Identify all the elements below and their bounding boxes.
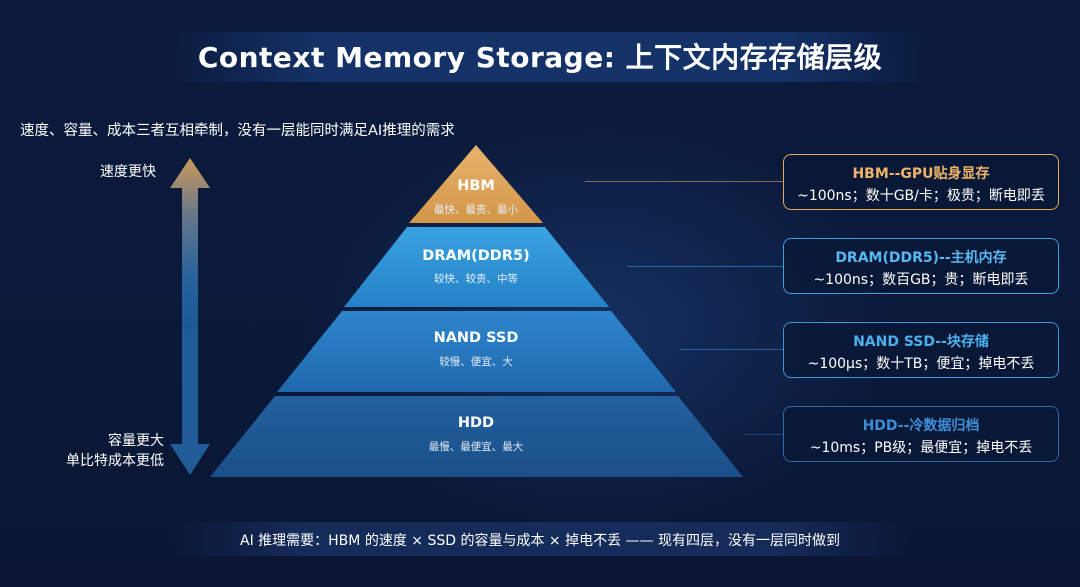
axis-label-fast: 速度更快 bbox=[100, 164, 156, 180]
leader-line-nand bbox=[680, 349, 783, 350]
tier-dram-name: DRAM(DDR5) bbox=[422, 248, 530, 264]
axis-label-capacity-line2: 单比特成本更低 bbox=[66, 453, 164, 469]
card-hdd-title: HDD--冷数据归档 bbox=[862, 418, 980, 434]
title-band bbox=[170, 32, 930, 82]
card-hdd-desc: ~10ms；PB级；最便宜；掉电不丢 bbox=[809, 440, 1033, 456]
page-title: Context Memory Storage: 上下文内存存储层级 bbox=[197, 41, 883, 74]
axis-label-capacity-line1: 容量更大 bbox=[108, 433, 164, 449]
tier-hdd-traits: 最慢、最便宜、最大 bbox=[428, 441, 524, 453]
footer-note: AI 推理需要：HBM 的速度 × SSD 的容量与成本 × 掉电不丢 —— 现… bbox=[240, 533, 840, 549]
card-dram-desc: ~100ns；数百GB；贵；断电即丢 bbox=[813, 272, 1029, 288]
card-hbm: HBM--GPU贴身显存 ~100ns；数十GB/卡；极贵；断电即丢 bbox=[783, 154, 1059, 210]
card-hbm-title: HBM--GPU贴身显存 bbox=[852, 166, 990, 182]
axis-arrow-up bbox=[170, 158, 210, 330]
axis-label-capacity: 容量更大 单比特成本更低 bbox=[40, 431, 164, 471]
card-nand-desc: ~100μs；数十TB；便宜；掉电不丢 bbox=[807, 356, 1035, 372]
tier-hdd-shape bbox=[210, 396, 743, 477]
card-hdd: HDD--冷数据归档 ~10ms；PB级；最便宜；掉电不丢 bbox=[783, 406, 1059, 462]
leader-line-hbm bbox=[585, 181, 783, 182]
tier-nand-shape bbox=[277, 311, 676, 392]
card-dram: DRAM(DDR5)--主机内存 ~100ns；数百GB；贵；断电即丢 bbox=[783, 238, 1059, 294]
card-hbm-desc: ~100ns；数十GB/卡；极贵；断电即丢 bbox=[797, 188, 1045, 204]
axis-arrow-down bbox=[170, 330, 210, 475]
leader-line-dram bbox=[627, 266, 783, 267]
tier-nand-traits: 较慢、便宜、大 bbox=[439, 356, 513, 368]
page-subtitle: 速度、容量、成本三者互相牵制，没有一层能同时满足AI推理的需求 bbox=[20, 123, 455, 139]
card-nand-title: NAND SSD--块存储 bbox=[853, 334, 989, 350]
tier-dram-shape bbox=[344, 227, 609, 307]
tier-hbm-shape bbox=[409, 145, 543, 223]
card-nand: NAND SSD--块存储 ~100μs；数十TB；便宜；掉电不丢 bbox=[783, 322, 1059, 378]
tier-hbm-traits: 最快、最贵、最小 bbox=[434, 204, 518, 216]
footer-band bbox=[170, 522, 910, 556]
tier-dram-traits: 较快、较贵、中等 bbox=[434, 273, 518, 285]
tier-nand-name: NAND SSD bbox=[433, 330, 519, 346]
card-dram-title: DRAM(DDR5)--主机内存 bbox=[835, 250, 1007, 266]
tier-hdd-name: HDD bbox=[457, 415, 495, 431]
leader-line-hdd bbox=[745, 434, 783, 435]
tier-hbm-name: HBM bbox=[457, 178, 495, 194]
